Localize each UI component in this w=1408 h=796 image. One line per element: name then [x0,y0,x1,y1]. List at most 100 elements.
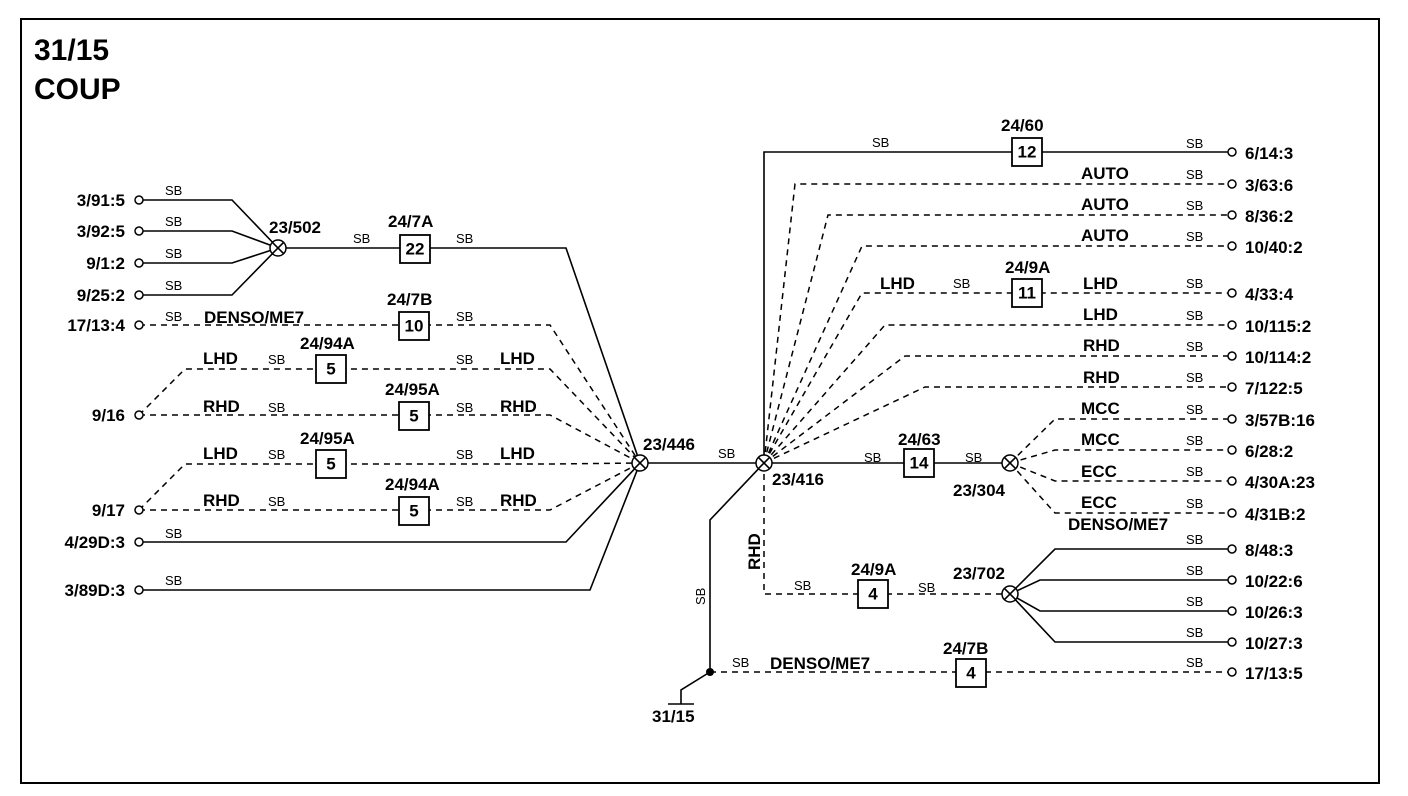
connector-pin: 14 [910,454,929,473]
wire-color-tag: SB [1186,433,1203,448]
connector-24-7b-left: 24/7B 10 [387,290,432,341]
wire-color-tag: SB [1186,136,1203,151]
wire-color-tag: SB [872,135,889,150]
wire-color-tag: SB [1186,308,1203,323]
variant-label-denso: DENSO/ME7 [770,654,870,673]
diagram-title-line1: 31/15 [34,34,109,67]
wire-color-tag: SB [1186,339,1203,354]
connector-label: 24/9A [851,560,896,579]
terminal-3-63-6: 3/63:6 [1227,176,1293,195]
diagram-title-line2: COUP [34,73,121,106]
terminal-label: 9/25:2 [77,286,125,305]
connector-pin: 5 [409,502,418,521]
terminal-label: 3/92:5 [77,222,125,241]
connector-pin: 4 [966,664,976,683]
terminal-17-13-5: 17/13:5 [1227,664,1303,683]
wire-color-tag: SB [1186,370,1203,385]
splice-23-304 [1001,454,1019,472]
terminal-label: 3/63:6 [1245,176,1293,195]
terminal-4-33-4: 4/33:4 [1227,285,1294,304]
wire-color-tag: SB [1186,594,1203,609]
wire-color-tags-left: SB SB SB SB SB SB SB SB SB SB SB SB SB S… [165,183,473,588]
variant-label-rhd: RHD [203,491,240,510]
wire-color-tag: SB [1186,655,1203,670]
connector-pin: 5 [409,407,418,426]
wire-color-tag: SB [165,278,182,293]
variant-label-mcc: MCC [1081,430,1120,449]
splice-label-23-446: 23/446 [643,435,695,454]
splice-label-23-304: 23/304 [953,481,1006,500]
connector-label: 24/7A [388,212,433,231]
connector-pin: 11 [1018,284,1036,303]
variant-label-ecc: ECC [1081,462,1117,481]
terminal-10-26-3: 10/26:3 [1227,603,1303,622]
ground-label: 31/15 [652,707,695,726]
wire-color-tag: SB [1186,229,1203,244]
wire-color-tag: SB [165,573,182,588]
wire-color-tag: SB [353,231,370,246]
wire-color-tag: SB [1186,625,1203,640]
terminal-3-91-5: 3/91:5 [77,191,144,210]
wire-color-tag: SB [1186,276,1203,291]
wire-color-tag: SB [693,588,708,605]
terminal-10-40-2: 10/40:2 [1227,238,1303,257]
wire-color-tag: SB [794,578,811,593]
connector-label: 24/60 [1001,116,1044,135]
wire-color-tag: SB [1186,496,1203,511]
terminal-9-1-2: 9/1:2 [86,254,144,273]
connector-pin: 5 [326,455,335,474]
connector-pin: 4 [868,585,878,604]
connector-label: 24/7B [387,290,432,309]
terminal-label: 3/91:5 [77,191,125,210]
terminal-label: 4/30A:23 [1245,473,1315,492]
terminal-label: 6/14:3 [1245,144,1293,163]
terminal-9-25-2: 9/25:2 [77,286,144,305]
wire-color-tag: SB [1186,402,1203,417]
terminal-10-115-2: 10/115:2 [1227,317,1311,336]
splice-23-446 [631,454,649,472]
variant-label-auto: AUTO [1081,195,1129,214]
splice-23-502 [269,239,287,257]
variant-label-rhd: RHD [500,491,537,510]
connector-label: 24/63 [898,430,941,449]
terminal-3-92-5: 3/92:5 [77,222,144,241]
variant-label-denso: DENSO/ME7 [204,308,304,327]
connector-24-60: 24/60 12 [1001,116,1044,167]
wire-color-tag: SB [1186,198,1203,213]
connector-label: 24/7B [943,639,988,658]
wire-color-tag: SB [165,309,182,324]
wire-color-tag: SB [1186,167,1203,182]
terminal-3-57b-16: 3/57B:16 [1227,411,1315,430]
splice-23-416 [755,454,773,472]
wire-color-tag: SB [456,309,473,324]
connector-label: 24/94A [300,334,355,353]
terminal-label: 8/48:3 [1245,541,1293,560]
wire-color-tag: SB [456,400,473,415]
wire-color-tag: SB [918,580,935,595]
terminal-label: 4/29D:3 [65,533,125,552]
terminal-label: 17/13:4 [67,316,125,335]
terminal-10-27-3: 10/27:3 [1227,634,1303,653]
variant-label-lhd: LHD [1083,274,1118,293]
wire-color-tag: SB [456,494,473,509]
terminal-label: 8/36:2 [1245,207,1293,226]
wire-color-tags-right: SB SB SB SB SB SB SB SB SB SB SB SB SB S… [864,135,1203,670]
terminal-label: 10/40:2 [1245,238,1303,257]
wire-color-tag: SB [456,231,473,246]
connector-label: 24/95A [300,429,355,448]
wire-color-tag: SB [165,214,182,229]
terminal-label: 3/89D:3 [65,581,125,600]
terminal-4-29d-3: 4/29D:3 [65,533,144,552]
variant-label-rhd: RHD [203,397,240,416]
wire-color-tag: SB [965,450,982,465]
wire-color-tag: SB [456,447,473,462]
connector-24-94a-top: 24/94A 5 [300,334,355,384]
connector-24-94a-bottom: 24/94A 5 [385,475,440,526]
wire-color-tag: SB [456,352,473,367]
terminal-label: 10/27:3 [1245,634,1303,653]
wire-color-tag: SB [268,352,285,367]
variant-label-lhd: LHD [203,444,238,463]
left-input-wires [138,199,641,591]
variant-label-rhd: RHD [1083,336,1120,355]
variant-labels-left: DENSO/ME7 LHD LHD RHD RHD LHD LHD RHD RH… [203,308,537,510]
